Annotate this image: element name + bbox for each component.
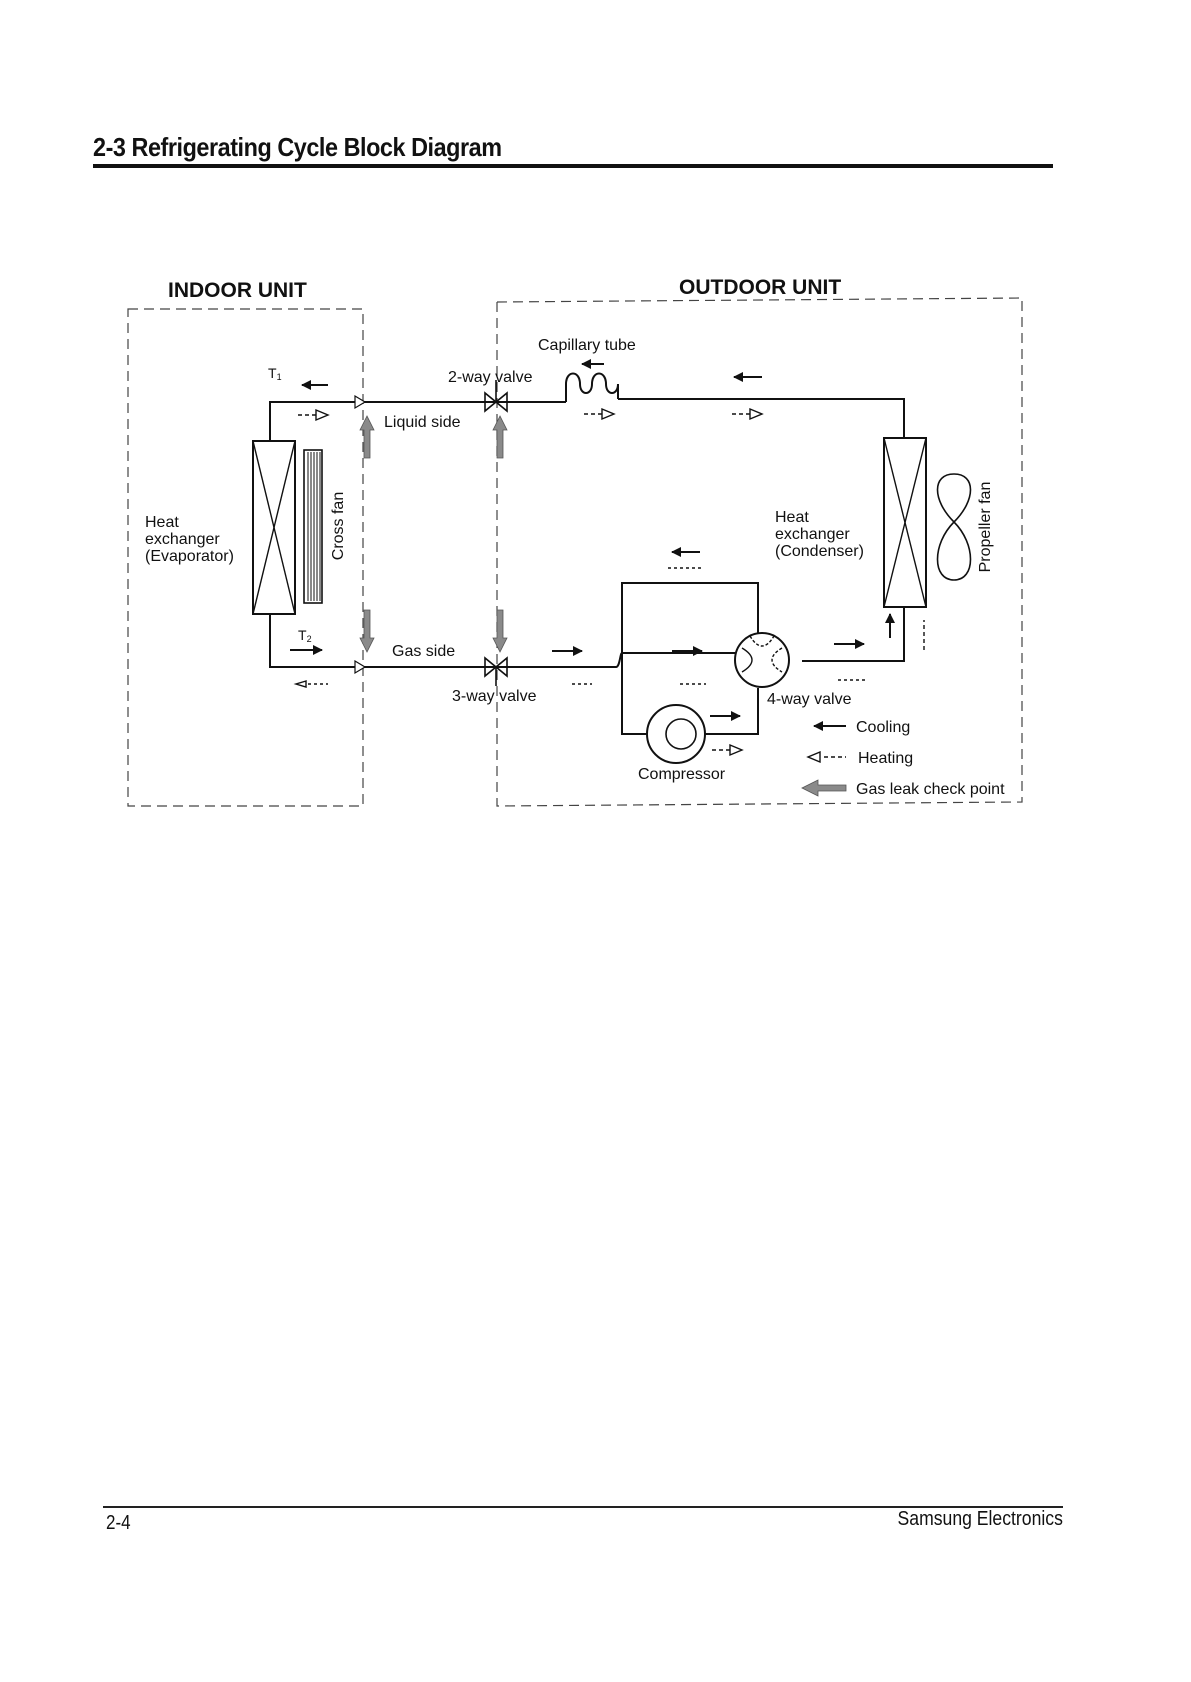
page-number: 2-4	[106, 1512, 131, 1535]
cross-fan-label: Cross fan	[330, 492, 347, 560]
evaporator-coil	[253, 441, 295, 614]
capillary-tube-coil	[566, 374, 618, 403]
four-way-valve-symbol	[735, 633, 789, 687]
liquid-line-outdoor	[618, 399, 904, 438]
condenser-label: Heat exchanger (Condenser)	[775, 509, 864, 560]
evaporator-label: Heat exchanger (Evaporator)	[145, 514, 234, 565]
condenser-coil	[884, 438, 926, 607]
t1-label: T1	[268, 365, 282, 382]
t2-label: T2	[298, 627, 312, 644]
gas-side-label: Gas side	[392, 643, 455, 660]
four-way-valve-label: 4-way valve	[767, 691, 852, 708]
legend-cooling-label: Cooling	[856, 719, 910, 736]
compressor-discharge-line	[705, 688, 758, 734]
legend-gas-leak-symbol	[802, 780, 846, 796]
compressor-loop	[622, 583, 758, 653]
legend-gas-leak-label: Gas leak check point	[856, 781, 1005, 798]
legend-heating-label: Heating	[858, 750, 913, 767]
legend-heating-symbol	[808, 752, 846, 762]
liquid-side-label: Liquid side	[384, 414, 461, 431]
propeller-fan-label: Propeller fan	[977, 482, 994, 573]
cross-fan-symbol	[304, 450, 322, 603]
compressor-suction-line	[622, 653, 647, 734]
compressor-symbol	[647, 705, 705, 763]
three-way-valve-label: 3-way valve	[452, 688, 537, 705]
compressor-label: Compressor	[638, 766, 726, 783]
propeller-fan-symbol	[938, 474, 971, 580]
three-way-valve-symbol	[485, 658, 507, 686]
two-way-valve-label: 2-way valve	[448, 369, 533, 386]
condenser-return-line	[802, 607, 904, 661]
indoor-unit-label: INDOOR UNIT	[168, 279, 307, 302]
footer-brand: Samsung Electronics	[898, 1508, 1063, 1531]
outdoor-unit-label: OUTDOOR UNIT	[679, 276, 841, 299]
capillary-tube-label: Capillary tube	[538, 337, 636, 354]
gas-leak-check-arrows	[360, 416, 507, 652]
